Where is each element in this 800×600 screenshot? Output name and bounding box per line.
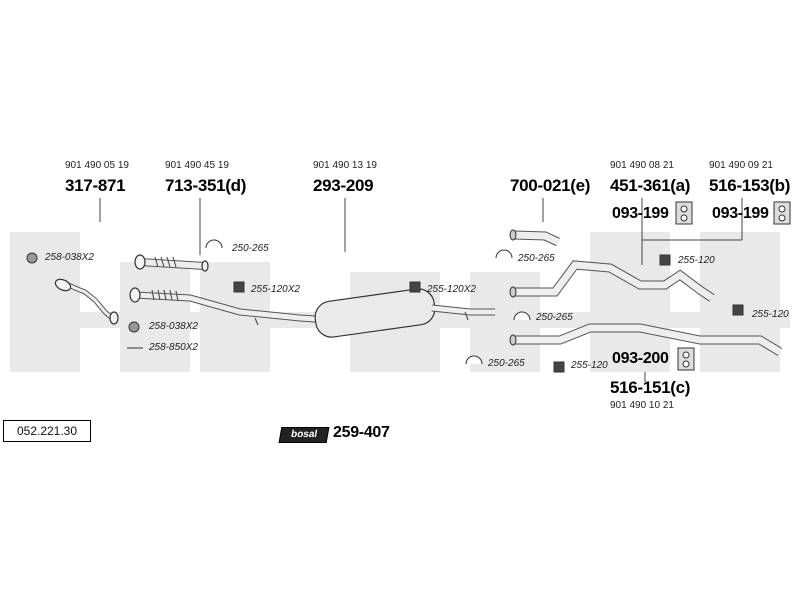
tail-pipe-e (509, 229, 560, 247)
rear-pipe-a (509, 260, 715, 302)
oem-number: 901 490 09 21 (709, 160, 773, 171)
flex-pipe (134, 254, 209, 272)
accessory-label: 255-120X2 (427, 284, 476, 295)
accessory-label: 255-120X2 (251, 284, 300, 295)
accessory-icons (26, 239, 744, 373)
part-number: 451-361(a) (610, 176, 691, 195)
oem-number: 901 490 08 21 (610, 160, 674, 171)
oem-number: 901 490 45 19 (165, 160, 229, 171)
accessory-label: 258-038X2 (149, 321, 198, 332)
accessory-label: 255-120 (571, 360, 608, 371)
accessory-label: 250-265 (536, 312, 573, 323)
part-number: 516-153(b) (709, 176, 791, 195)
accessory-label: 258-038X2 (45, 252, 94, 263)
hanger-label: 093-200 (612, 350, 669, 367)
accessory-label: 250-265 (488, 358, 525, 369)
middle-pipe (129, 287, 495, 338)
part-number: 293-209 (313, 176, 374, 195)
accessory-label: 255-120 (752, 309, 789, 320)
front-pipe (54, 278, 119, 325)
part-number: 713-351(d) (165, 176, 247, 195)
accessory-label: 250-265 (518, 253, 555, 264)
leader-lines (99, 198, 743, 382)
part-number: 516-151(c) (610, 378, 691, 397)
kit-number: 259-407 (333, 424, 390, 441)
catalog-number: 052.221.30 (3, 420, 91, 442)
rear-pipe-c (509, 323, 783, 356)
accessory-label: 258-850X2 (149, 342, 198, 353)
part-number: 700-021(e) (510, 176, 591, 195)
watermark-blocks (10, 232, 790, 372)
oem-number: 901 490 13 19 (313, 160, 377, 171)
accessory-label: 255-120 (678, 255, 715, 266)
oem-number: 901 490 05 19 (65, 160, 129, 171)
hanger-label: 093-199 (612, 205, 669, 222)
brand-logo: bosal (278, 427, 330, 443)
oem-number: 901 490 10 21 (610, 400, 674, 411)
accessory-label: 250-265 (232, 243, 269, 254)
part-number: 317-871 (65, 176, 126, 195)
hanger-icons (675, 201, 791, 371)
hanger-label: 093-199 (712, 205, 769, 222)
